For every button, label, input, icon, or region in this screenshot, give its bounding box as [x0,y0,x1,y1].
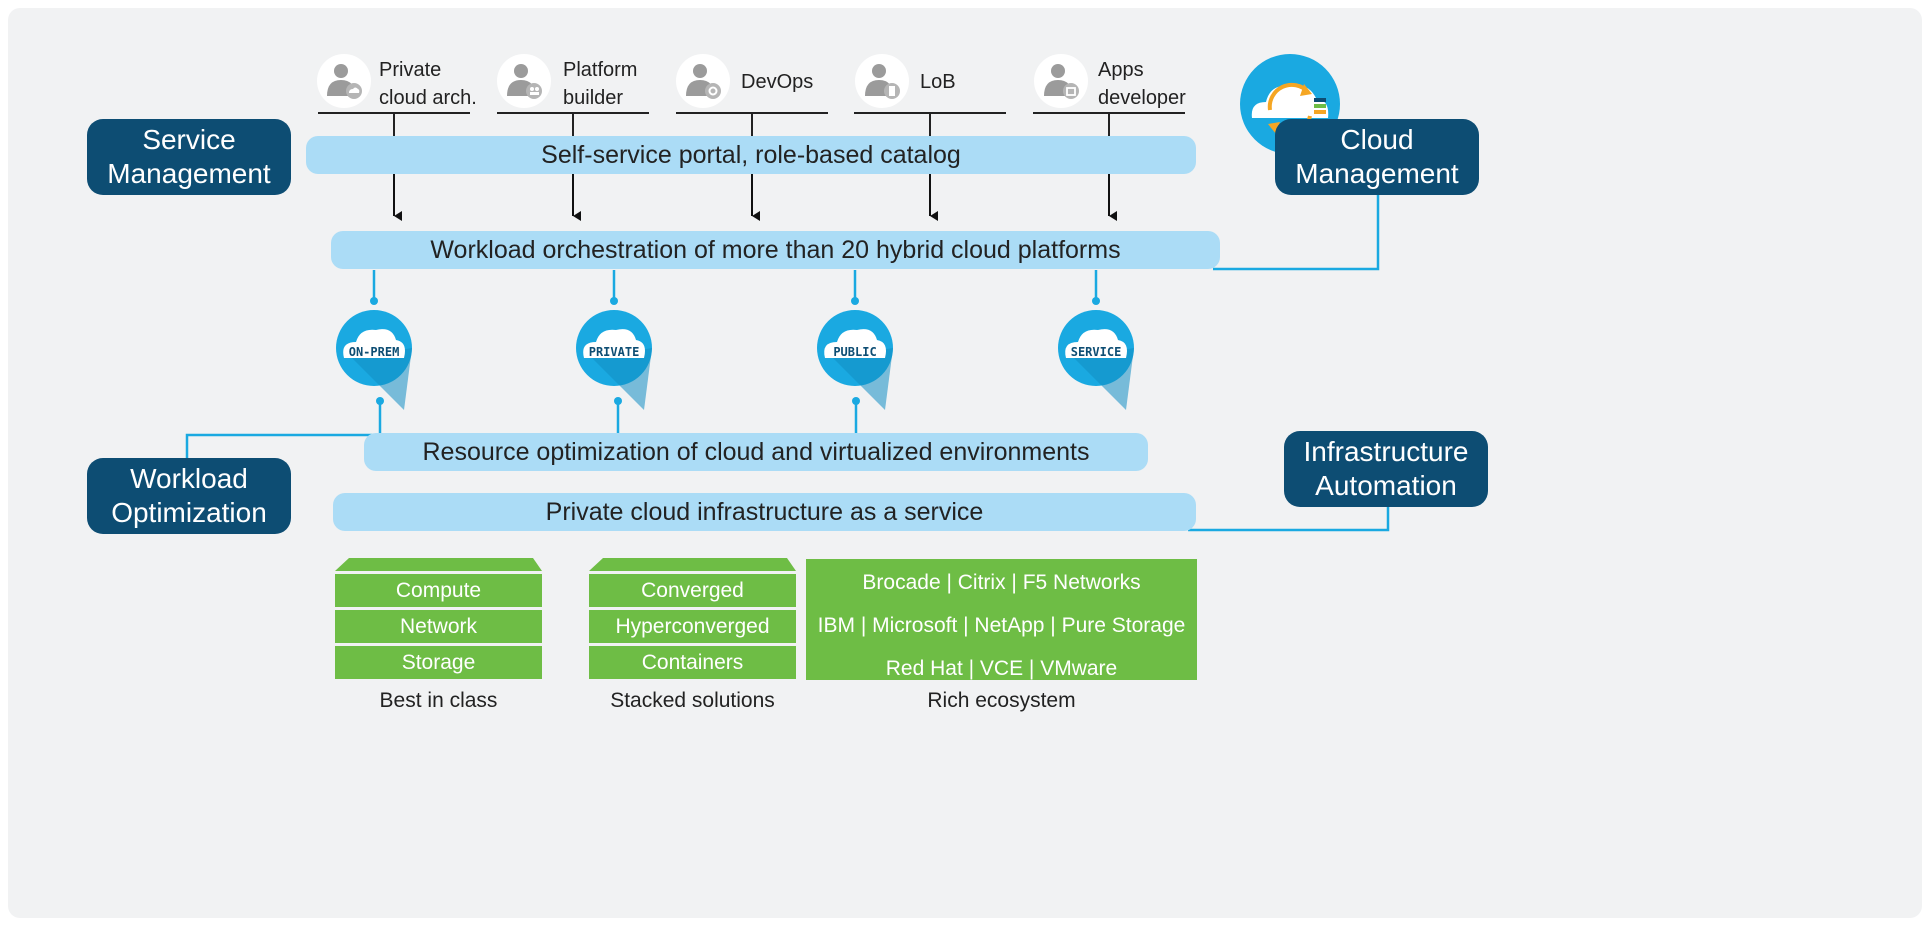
service-management-line1: Service [142,124,236,155]
connector-layer: ON-PREM PRIVATE PUBLIC SERVICE [185,54,1390,571]
persona-label-line1: Platform [563,59,638,81]
persona-apps-developer: Apps developer [1098,56,1238,112]
connector-dots [370,297,1100,405]
stack-cell-storage: Storage [335,646,542,679]
persona-private-cloud-arch: Private cloud arch. [379,56,519,112]
self-service-portal-band: Self-service portal, role-based catalog [306,136,1196,174]
caption-rich-ecosystem: Rich ecosystem [927,689,1076,712]
workload-optimization-box: Workload Optimization [87,458,291,534]
infrastructure-automation-line2: Automation [1315,470,1457,501]
cloud-label-service: SERVICE [1071,345,1122,359]
cloud-private-icon: PRIVATE [576,310,652,410]
user-document-icon [855,54,909,108]
stack-cell-containers: Containers [589,646,796,679]
cloud-management-line1: Cloud [1340,124,1414,155]
infrastructure-automation-box: Infrastructure Automation [1284,431,1488,507]
cloud-management-box: Cloud Management [1275,119,1479,195]
private-cloud-iaas-band: Private cloud infrastructure as a servic… [333,493,1196,531]
stack-cell-converged: Converged [589,574,796,607]
persona-label-line1: LoB [920,71,956,93]
ecosystem-line-1: Brocade | Citrix | F5 Networks [862,571,1141,594]
service-management-line2: Management [107,158,271,189]
persona-rules [318,112,1185,136]
persona-label-line2: cloud arch. [379,87,477,109]
ecosystem-line-2: IBM | Microsoft | NetApp | Pure Storage [817,614,1186,637]
stack-cell-network: Network [335,610,542,643]
user-gear-icon [676,54,730,108]
resource-optimization-band: Resource optimization of cloud and virtu… [364,433,1148,471]
workload-orchestration-band: Workload orchestration of more than 20 h… [331,231,1220,269]
service-management-box: Service Management [87,119,291,195]
persona-lob: LoB [920,68,1060,96]
persona-label-line2: developer [1098,87,1186,109]
user-apps-icon [1034,54,1088,108]
portal-arrows [393,174,1117,221]
ecosystem-box: Brocade | Citrix | F5 Networks IBM | Mic… [806,559,1197,680]
persona-label-line1: Apps [1098,59,1144,81]
stack-top-best-in-class [335,558,542,571]
stack-cell-hyperconverged: Hyperconverged [589,610,796,643]
cloud-public-icon: PUBLIC [817,310,893,410]
workload-optimization-line2: Optimization [111,497,267,528]
infrastructure-automation-line1: Infrastructure [1303,436,1469,467]
cloud-label-public: PUBLIC [833,345,876,359]
caption-best-in-class: Best in class [379,689,498,712]
persona-label-line1: Private [379,59,442,81]
persona-label-line1: DevOps [741,71,814,93]
cloud-management-line2: Management [1295,158,1459,189]
ecosystem-line-3: Red Hat | VCE | VMware [885,657,1118,680]
cloud-label-private: PRIVATE [589,345,640,359]
caption-stacked-solutions: Stacked solutions [610,689,775,712]
workload-optimization-line1: Workload [130,463,248,494]
cloud-service-icon: SERVICE [1058,310,1134,410]
persona-platform-builder: Platform builder [563,56,703,112]
diagram-canvas: ON-PREM PRIVATE PUBLIC SERVICE Private c… [8,8,1922,918]
cloud-on-prem-icon: ON-PREM [336,310,412,410]
stack-cell-compute: Compute [335,574,542,607]
persona-devops: DevOps [741,68,881,96]
stack-top-stacked-solutions [589,558,796,571]
cyan-connectors [185,194,1390,532]
cloud-label-on-prem: ON-PREM [349,345,400,359]
user-cloud-icon [317,54,371,108]
persona-label-line2: builder [563,87,624,109]
user-people-icon [497,54,551,108]
